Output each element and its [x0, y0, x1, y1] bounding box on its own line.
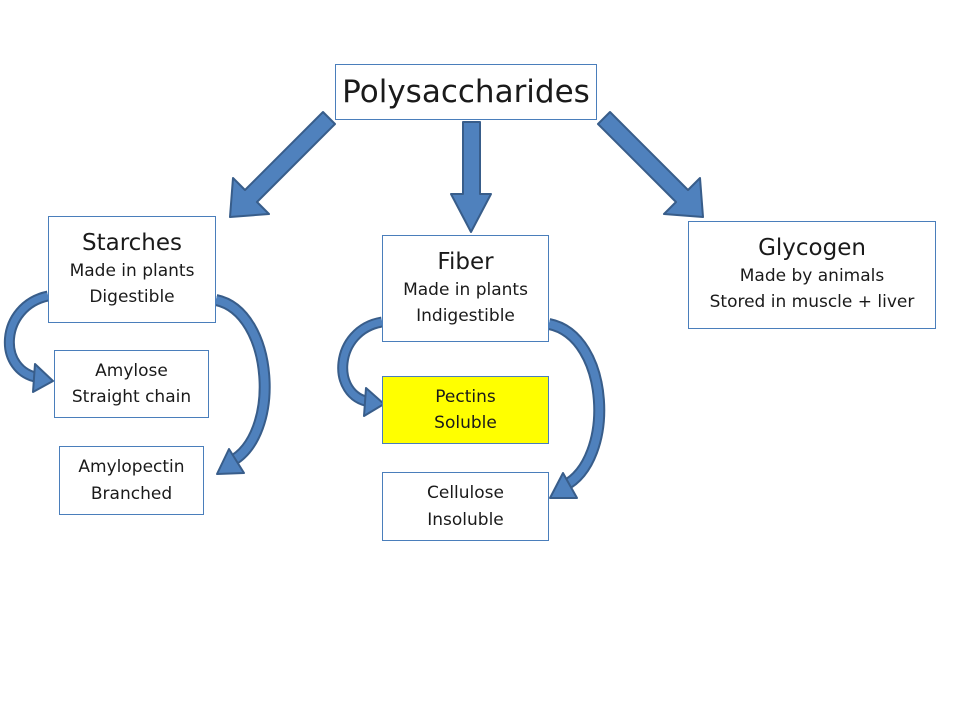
curved-arrow-fiber-pectins: [337, 316, 385, 417]
fiber-line-2: Indigestible: [416, 305, 515, 326]
glycogen-line-2: Stored in muscle + liver: [709, 292, 915, 313]
glycogen-line-1: Made by animals: [739, 266, 885, 287]
polysaccharides-box: Polysaccharides: [335, 64, 597, 120]
arrow-to-starches: [229, 111, 336, 218]
glycogen-title: Glycogen: [758, 235, 866, 262]
fiber-box: Fiber Made in plants Indigestible: [382, 235, 549, 342]
amylopectin-box: Amylopectin Branched: [59, 446, 204, 515]
pectins-line-2: Soluble: [434, 413, 497, 433]
glycogen-box: Glycogen Made by animals Stored in muscl…: [688, 221, 936, 329]
starches-line-1: Made in plants: [69, 260, 195, 281]
amylopectin-line-1: Amylopectin: [78, 457, 185, 478]
cellulose-box: Cellulose Insoluble: [382, 472, 549, 541]
cellulose-line-1: Cellulose: [427, 483, 504, 504]
fiber-line-1: Made in plants: [403, 279, 528, 300]
starches-title: Starches: [81, 229, 183, 256]
pectins-line-1: Pectins: [435, 386, 496, 407]
pectins-box: Pectins Soluble: [382, 376, 549, 444]
curved-arrow-starches-amylopectin: [214, 294, 271, 475]
arrow-to-fiber: [450, 121, 492, 233]
starches-box: Starches Made in plants Digestible: [48, 216, 216, 323]
fiber-title: Fiber: [437, 248, 494, 275]
amylose-line-2: Straight chain: [71, 387, 192, 407]
cellulose-line-2: Insoluble: [427, 509, 504, 530]
arrow-to-glycogen: [597, 111, 704, 218]
curved-arrow-starches-amylose: [3, 290, 54, 393]
polysaccharides-title: Polysaccharides: [342, 73, 590, 110]
starches-line-2: Digestible: [89, 286, 175, 307]
amylopectin-line-2: Branched: [90, 483, 173, 504]
amylose-box: Amylose Straight chain: [54, 350, 209, 418]
curved-arrow-fiber-cellulose: [547, 318, 606, 499]
amylose-line-1: Amylose: [95, 360, 168, 381]
